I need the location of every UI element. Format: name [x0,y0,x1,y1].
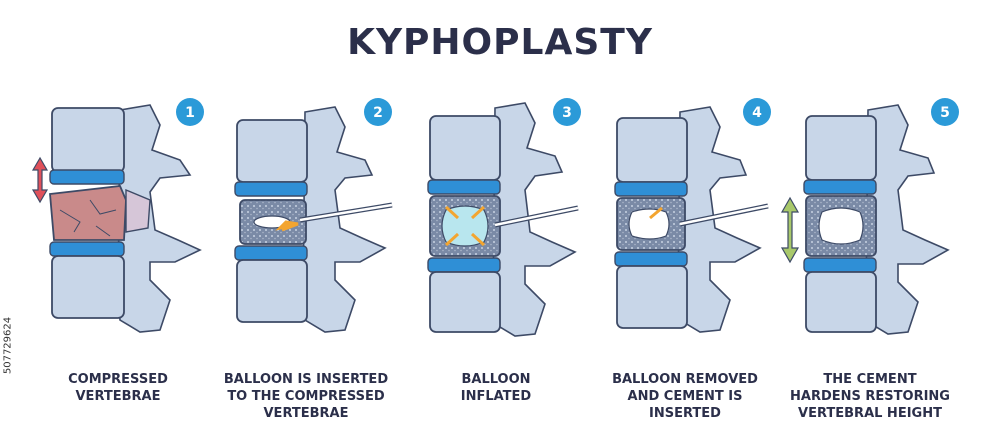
step-badge-4: 4 [743,98,771,126]
step-badge-2: 2 [364,98,392,126]
spine-segment [50,105,200,332]
stock-id: 507729624 [3,256,14,436]
caption-line: INSERTED [595,405,775,422]
caption-line: BALLOON IS INSERTED [216,371,396,388]
height-loss-arrow [33,158,47,202]
caption-line: TO THE COMPRESSED [216,388,396,405]
cement-fill [629,209,669,239]
fractured-vertebra [50,186,126,240]
step-2-illustration [235,107,392,332]
step-1-illustration [33,105,200,332]
step-4-caption: BALLOON REMOVED AND CEMENT IS INSERTED [595,371,775,422]
height-restored-arrow [782,198,798,262]
caption-line: VERTEBRAE [28,388,208,405]
caption-line: THE CEMENT [780,371,960,388]
step-number-1: 1 [185,105,195,121]
step-3-caption: BALLOON INFLATED [406,371,586,405]
step-badge-3: 3 [553,98,581,126]
inflated-balloon [442,206,488,246]
step-badge-1: 1 [176,98,204,126]
step-5-illustration [782,105,948,334]
step-badge-5: 5 [931,98,959,126]
step-4-illustration [615,107,768,332]
caption-line: BALLOON [406,371,586,388]
step-number-4: 4 [752,105,762,121]
caption-line: COMPRESSED [28,371,208,388]
step-1-caption: COMPRESSED VERTEBRAE [28,371,208,405]
caption-line: VERTEBRAL HEIGHT [780,405,960,422]
caption-line: VERTEBRAE [216,405,396,422]
step-5-caption: THE CEMENT HARDENS RESTORING VERTEBRAL H… [780,371,960,422]
step-2-caption: BALLOON IS INSERTED TO THE COMPRESSED VE… [216,371,396,422]
caption-line: AND CEMENT IS [595,388,775,405]
caption-line: HARDENS RESTORING [780,388,960,405]
step-number-5: 5 [940,105,950,121]
step-number-2: 2 [373,105,383,121]
caption-line: INFLATED [406,388,586,405]
caption-line: BALLOON REMOVED [595,371,775,388]
step-3-illustration [428,103,578,336]
hardened-cement [819,208,863,244]
step-number-3: 3 [562,105,572,121]
